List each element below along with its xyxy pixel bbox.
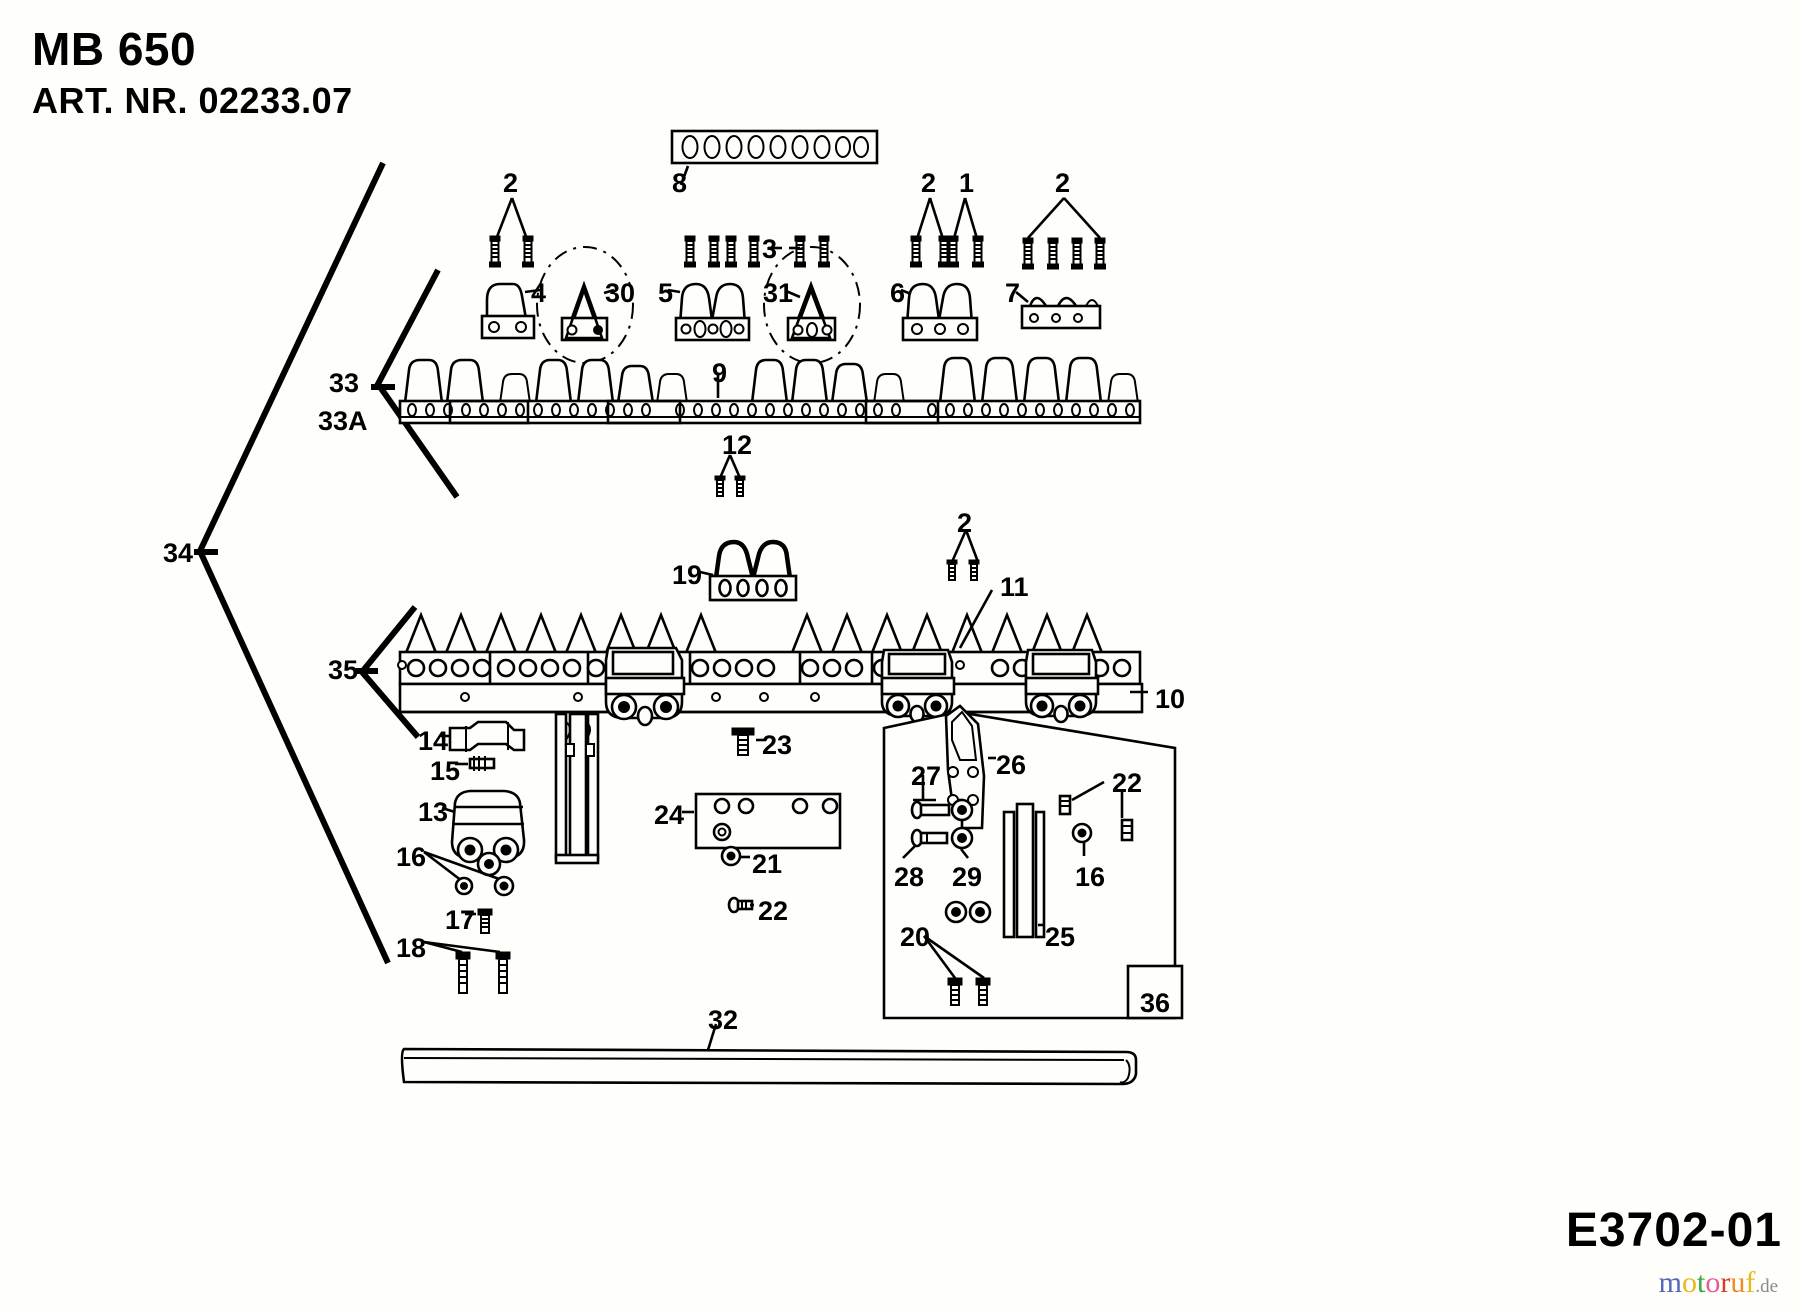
upper-cutter-bar-assembly	[398, 356, 1142, 425]
part-32-guard-rail	[400, 1023, 1138, 1086]
callout-label-5: 5	[658, 278, 674, 308]
callout-label-15: 15	[430, 756, 461, 786]
bracket-34	[194, 161, 391, 965]
callout-label-32: 32	[708, 1005, 739, 1035]
upper-bar-holes	[407, 403, 1135, 417]
part-23-bolt	[731, 727, 766, 756]
callout-label-24: 24	[654, 800, 685, 830]
bracket-35	[356, 605, 421, 739]
part-30-blade-detail	[536, 246, 634, 364]
part-14-coupling-link	[441, 720, 526, 752]
watermark-suffix: .de	[1755, 1276, 1778, 1297]
watermark-letter: o	[1681, 1266, 1697, 1299]
part-22-pin-center	[727, 896, 754, 914]
part-20-washers-bolts-inset	[922, 900, 992, 1006]
callout-label-18: 18	[396, 933, 427, 963]
part-8-perforated-strip	[670, 129, 879, 186]
callout-label-10: 10	[1155, 684, 1186, 714]
part-13-knife-head	[441, 789, 526, 877]
knife-drive-rods	[554, 712, 600, 865]
part-4-knife-guard	[480, 282, 541, 340]
part-12-bolt-pair	[714, 454, 746, 497]
callout-label-26: 26	[996, 750, 1027, 780]
watermark-letter: m	[1658, 1266, 1682, 1299]
part-2-screw-group-right	[1021, 197, 1107, 270]
callout-label-12: 12	[722, 430, 753, 460]
callout-label-2: 2	[503, 168, 519, 198]
part-6-double-knife-guard	[900, 282, 979, 342]
part-24-mounting-plate	[682, 792, 842, 850]
part-2-1-screw-cluster	[909, 197, 985, 268]
callout-label-4: 4	[531, 278, 547, 308]
callout-label-22: 22	[1112, 768, 1143, 798]
callout-label-30: 30	[605, 278, 636, 308]
callout-label-11: 11	[1000, 572, 1029, 602]
watermark-letter: f	[1745, 1266, 1756, 1299]
callout-label-16: 16	[1075, 862, 1106, 892]
part-16-washers-left	[423, 850, 515, 897]
part-26-head-plate	[944, 704, 996, 830]
part-18-long-bolts	[423, 940, 511, 994]
callout-label-34: 34	[163, 538, 194, 568]
part-7-wear-plate	[1015, 291, 1102, 330]
callout-label-19: 19	[672, 560, 703, 590]
callout-label-20: 20	[900, 922, 931, 952]
part-2-bolt-pair-lower	[946, 529, 980, 581]
callout-label-2: 2	[957, 508, 973, 538]
part-16-washer-inset	[1071, 822, 1093, 856]
part-17-bolt	[465, 908, 493, 934]
page-title-model: MB 650	[32, 23, 197, 75]
part-19-double-peak-guard	[699, 539, 798, 602]
part-27-bolt-and-nut	[910, 775, 974, 822]
callout-label-33A: 33A	[318, 406, 368, 436]
part-28-29-bolt-and-nut	[902, 826, 974, 859]
callout-label-16: 16	[396, 842, 427, 872]
callout-label-2: 2	[1055, 168, 1071, 198]
callout-label-28: 28	[894, 862, 925, 892]
callout-label-25: 25	[1045, 922, 1076, 952]
part-25-blade-bar	[1002, 802, 1046, 939]
part-22-pin-inset	[1058, 780, 1134, 842]
callout-label-3: 3	[762, 234, 778, 264]
callout-label-6: 6	[890, 278, 906, 308]
callout-label-13: 13	[418, 797, 449, 827]
callout-label-22: 22	[758, 896, 789, 926]
part-3-screw-group	[683, 235, 782, 268]
drawing-code: E3702-01	[1565, 1204, 1782, 1257]
callout-label-35: 35	[328, 655, 359, 685]
upper-bar-teeth	[403, 356, 1140, 405]
part-15-rivet	[455, 756, 496, 771]
motoruf-watermark: motoruf.de	[1659, 1268, 1778, 1298]
callout-label-21: 21	[752, 849, 783, 879]
callout-label-2: 2	[921, 168, 937, 198]
part-1-screw-group	[789, 235, 831, 268]
callout-label-33: 33	[329, 368, 360, 398]
watermark-letter: u	[1730, 1266, 1746, 1299]
bracket-33	[371, 268, 460, 499]
lower-bar-teeth	[402, 611, 1106, 660]
watermark-letter: t	[1696, 1266, 1706, 1299]
callout-label-27: 27	[911, 761, 942, 791]
part-21-washer	[720, 845, 750, 867]
callout-label-17: 17	[445, 905, 476, 935]
callout-label-36: 36	[1140, 988, 1171, 1018]
callout-label-23: 23	[762, 730, 793, 760]
callout-label-14: 14	[418, 726, 449, 756]
callout-label-9: 9	[712, 358, 728, 388]
part-2-screw-group-left	[488, 197, 535, 268]
watermark-letter: o	[1705, 1266, 1721, 1299]
callout-label-1: 1	[959, 168, 975, 198]
lower-bar-holes	[397, 658, 1132, 678]
callout-label-8: 8	[672, 168, 688, 198]
callout-label-7: 7	[1005, 278, 1021, 308]
part-5-double-knife-guard	[667, 282, 751, 342]
page-title-article-number: ART. NR. 02233.07	[32, 80, 353, 121]
watermark-letter: r	[1720, 1266, 1731, 1299]
lower-cutter-bar-assembly	[397, 589, 1148, 727]
lower-bar-bearing-blocks	[604, 646, 1100, 727]
callout-label-31: 31	[763, 278, 794, 308]
callout-label-29: 29	[952, 862, 983, 892]
